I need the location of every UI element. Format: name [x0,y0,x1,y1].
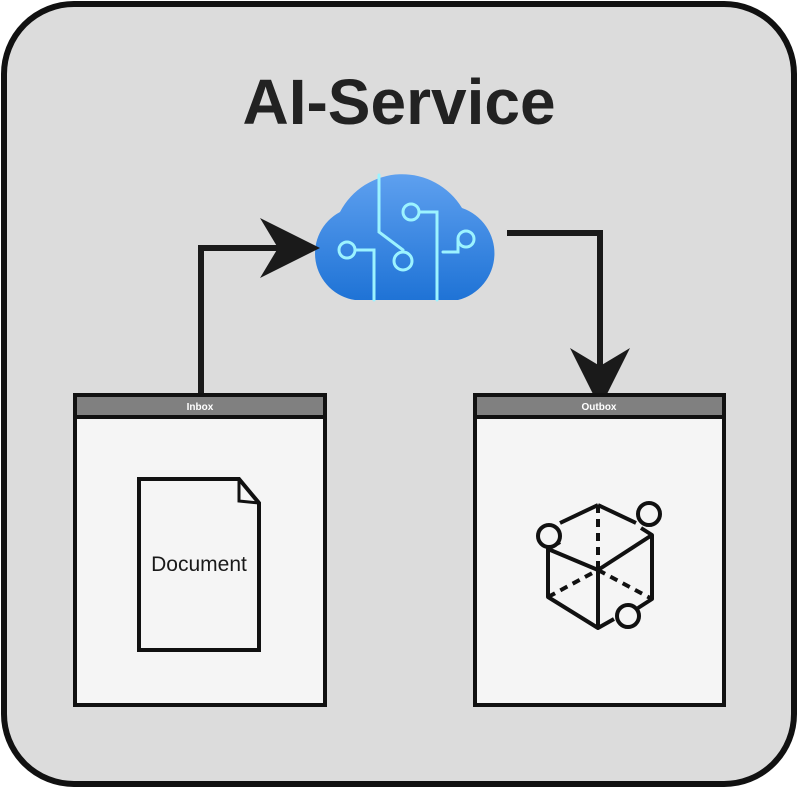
inbox-to-service-arrow [198,218,320,394]
inbox-header-label: Inbox [187,402,214,413]
service-to-outbox-arrow [507,230,630,408]
outbox-header [473,393,726,419]
ai-cloud-icon [315,173,495,302]
inbox-panel: Inbox Document [73,393,327,707]
model-cube-icon [536,501,662,630]
outbox-header-label: Outbox [582,402,617,413]
document-label: Document [151,553,247,576]
outbox-panel: Outbox [473,393,726,707]
inbox-header [73,393,327,419]
service-title: AI-Service [242,66,555,138]
document-icon [137,477,261,652]
